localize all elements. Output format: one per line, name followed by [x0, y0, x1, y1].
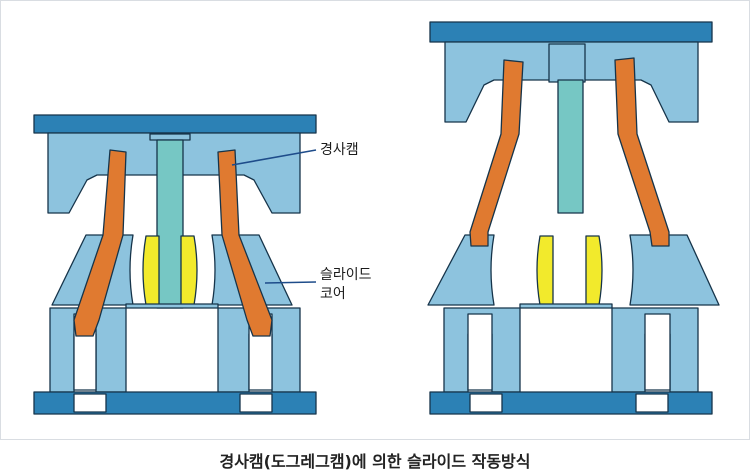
opened-bottom-slot-left	[469, 393, 503, 413]
cam-leader-line	[231, 149, 317, 166]
closed-right-cam	[217, 149, 273, 337]
slide-core-label-line1: 슬라이드	[320, 267, 372, 283]
opened-left-cam	[469, 59, 524, 247]
opened-right-core	[585, 235, 603, 306]
opened-right-slide	[629, 234, 720, 306]
opened-bottom-slot-right	[635, 393, 669, 413]
figure-caption: 경사캠(도그레그캠)에 의한 슬라이드 작동방식	[219, 452, 531, 471]
closed-left-cam	[73, 149, 127, 337]
opened-mold-group	[427, 21, 720, 415]
cam-label: 경사캠	[320, 142, 359, 158]
closed-bottom-slot-right	[239, 393, 273, 413]
closed-left-core	[142, 235, 160, 306]
slide-mechanism-diagram	[33, 21, 720, 415]
opened-left-pocket	[467, 313, 493, 391]
slide-core-leader-line	[264, 281, 317, 284]
closed-sprue-bushing	[149, 133, 191, 141]
opened-right-pocket	[644, 313, 671, 391]
closed-right-core	[180, 235, 198, 306]
opened-core-pin	[557, 79, 584, 214]
opened-right-cam	[614, 57, 670, 247]
closed-bottom-slot-left	[73, 393, 107, 413]
opened-left-slide	[427, 234, 495, 306]
opened-top-plate	[429, 21, 713, 43]
slide-core-label-line2: 코어	[320, 286, 346, 302]
closed-core-pin	[156, 139, 184, 309]
closed-mold-group	[33, 114, 317, 415]
closed-top-plate	[33, 114, 317, 134]
opened-left-core	[536, 235, 554, 306]
opened-sprue-bushing	[548, 43, 586, 83]
